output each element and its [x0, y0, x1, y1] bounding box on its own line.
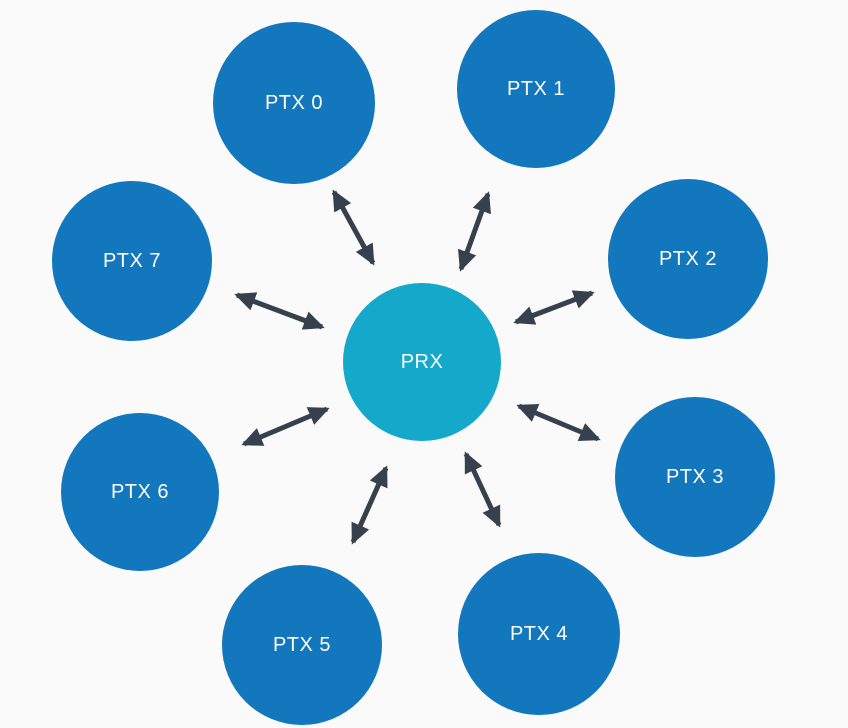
- node-ptx-0: PTX 0: [213, 22, 375, 184]
- node-label-ptx-1: PTX 1: [507, 78, 565, 100]
- connectors-layer: [234, 189, 601, 545]
- node-ptx-5: PTX 5: [222, 565, 382, 725]
- nodes-layer: PTX 0 PTX 1 PTX 2 PTX 3 PTX 4 PTX 5 PTX 6 PTX 7…: [52, 10, 775, 725]
- node-circle-ptx-4: [458, 553, 620, 715]
- node-ptx-2: PTX 2: [608, 179, 768, 339]
- node-circle-ptx-1: [457, 10, 615, 168]
- double-arrow-connector-prx-ptx-7: [234, 292, 325, 330]
- node-label-ptx-7: PTX 7: [103, 250, 161, 272]
- double-arrow-connector-prx-ptx-1: [458, 191, 491, 272]
- double-arrow-connector-prx-ptx-4: [463, 451, 502, 528]
- double-arrow-connector-prx-ptx-2: [513, 290, 595, 325]
- node-label-prx: PRX: [401, 351, 444, 373]
- node-label-ptx-6: PTX 6: [111, 481, 169, 503]
- node-circle-ptx-2: [608, 179, 768, 339]
- node-label-ptx-5: PTX 5: [273, 634, 331, 656]
- node-label-ptx-2: PTX 2: [659, 248, 717, 270]
- node-label-ptx-0: PTX 0: [265, 92, 323, 114]
- node-ptx-1: PTX 1: [457, 10, 615, 168]
- double-arrow-connector-prx-ptx-6: [241, 406, 330, 447]
- node-circle-ptx-7: [52, 181, 212, 341]
- double-arrow-connector-prx-ptx-5: [350, 465, 389, 545]
- node-circle-prx: [343, 283, 501, 441]
- node-ptx-7: PTX 7: [52, 181, 212, 341]
- node-circle-ptx-3: [615, 397, 775, 557]
- node-circle-ptx-6: [61, 413, 219, 571]
- node-ptx-3: PTX 3: [615, 397, 775, 557]
- node-label-ptx-4: PTX 4: [510, 623, 568, 645]
- node-ptx-4: PTX 4: [458, 553, 620, 715]
- node-label-ptx-3: PTX 3: [666, 466, 724, 488]
- node-circle-ptx-0: [213, 22, 375, 184]
- node-prx: PRX: [343, 283, 501, 441]
- node-ptx-6: PTX 6: [61, 413, 219, 571]
- node-circle-ptx-5: [222, 565, 382, 725]
- double-arrow-connector-prx-ptx-3: [516, 403, 601, 442]
- double-arrow-connector-prx-ptx-0: [331, 189, 376, 266]
